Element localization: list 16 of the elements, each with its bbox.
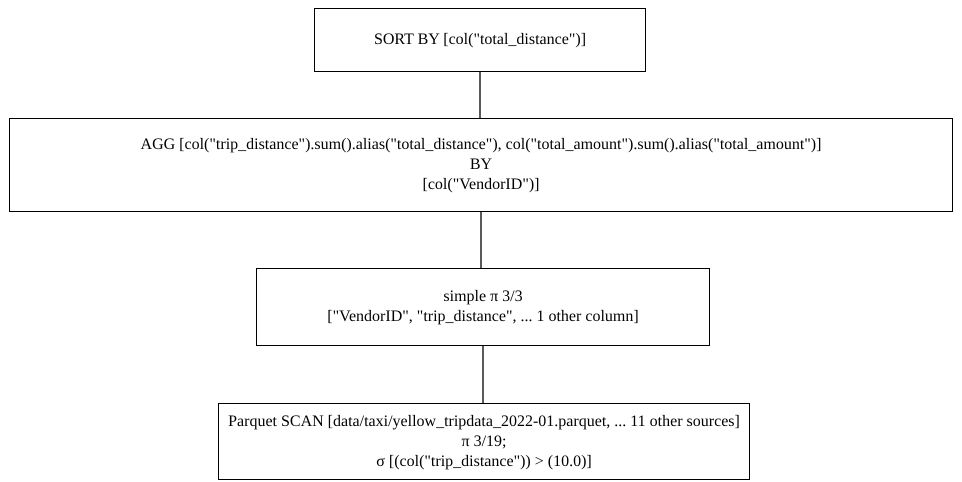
- plan-node-box: [218, 403, 750, 480]
- node-text: ["VendorID", "trip_distance", ... 1 other column]: [327, 307, 639, 327]
- node-text: σ [(col("trip_distance")) > (10.0)]: [376, 452, 592, 472]
- plan-node-box: [9, 118, 953, 212]
- node-text: simple π 3/3: [443, 287, 523, 307]
- node-text: SORT BY [col("total_distance")]: [374, 30, 586, 50]
- plan-node-box: [314, 8, 646, 72]
- node-text: Parquet SCAN [data/taxi/yellow_tripdata_2022-01.parquet, ... 11 other sources]: [228, 412, 740, 432]
- connector-line: [482, 346, 484, 403]
- node-text: BY: [470, 155, 492, 175]
- connector-line: [479, 72, 481, 118]
- node-text: π 3/19;: [462, 432, 506, 452]
- node-text: AGG [col("trip_distance").sum().alias("total_distance"), col("total_amount").sum().alias("total_amount")]: [140, 135, 822, 155]
- node-text: [col("VendorID")]: [422, 175, 540, 195]
- connector-line: [480, 212, 482, 268]
- plan-node-box: [256, 268, 710, 346]
